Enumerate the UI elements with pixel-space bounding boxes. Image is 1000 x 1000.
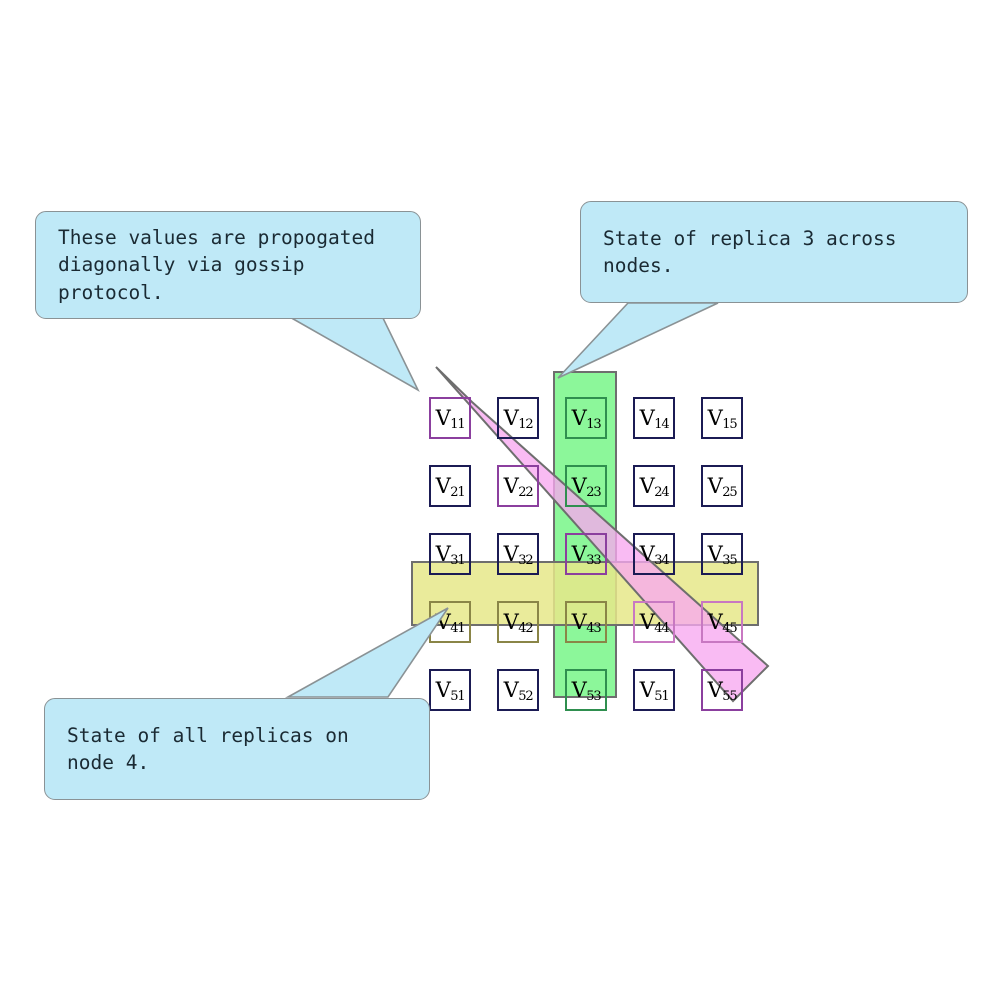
grid-cell-subscript: 25	[722, 485, 737, 501]
grid-cell-subscript: 43	[586, 621, 601, 637]
grid-cell-v14[interactable]: V14	[633, 397, 675, 439]
grid-cell-v11[interactable]: V11	[429, 397, 471, 439]
callout-replica-column[interactable]: State of replica 3 across nodes.	[580, 201, 968, 303]
grid-cell-label: V52	[503, 677, 534, 705]
grid-cell-subscript: 42	[518, 621, 533, 637]
grid-cell-label: V33	[571, 541, 602, 569]
callout-replica-column-tail	[557, 302, 719, 379]
callout-node-row-text: State of all replicas on node 4.	[67, 723, 349, 774]
grid-cell-v32[interactable]: V32	[497, 533, 539, 575]
grid-cell-v52[interactable]: V52	[497, 669, 539, 711]
grid-cell-subscript: 15	[722, 417, 737, 433]
grid-cell-subscript: 33	[586, 553, 601, 569]
grid-cell-label: V53	[571, 677, 602, 705]
callout-gossip-tail	[284, 315, 420, 392]
grid-cell-label: V24	[639, 473, 670, 501]
grid-cell-subscript: 32	[518, 553, 533, 569]
grid-cell-label: V21	[435, 473, 466, 501]
grid-cell-subscript: 44	[654, 621, 669, 637]
grid-cell-label: V45	[707, 609, 738, 637]
grid-cell-subscript: 14	[654, 417, 669, 433]
grid-cell-label: V43	[571, 609, 602, 637]
grid-cell-subscript: 52	[518, 689, 533, 705]
grid-cell-label: V51	[639, 677, 670, 705]
grid-cell-subscript: 12	[518, 417, 533, 433]
grid-cell-v51[interactable]: V51	[429, 669, 471, 711]
grid-cell-label: V22	[503, 473, 534, 501]
grid-cell-v53[interactable]: V53	[565, 669, 607, 711]
grid-cell-label: V42	[503, 609, 534, 637]
grid-cell-v44[interactable]: V44	[633, 601, 675, 643]
grid-cell-v55[interactable]: V55	[701, 669, 743, 711]
grid-cell-v45[interactable]: V45	[701, 601, 743, 643]
grid-cell-subscript: 23	[586, 485, 601, 501]
callout-gossip[interactable]: These values are propogated diagonally v…	[35, 211, 421, 319]
grid-cell-label: V23	[571, 473, 602, 501]
grid-cell-label: V31	[435, 541, 466, 569]
grid-cell-label: V12	[503, 405, 534, 433]
grid-cell-v12[interactable]: V12	[497, 397, 539, 439]
grid-cell-v23[interactable]: V23	[565, 465, 607, 507]
grid-cell-v15[interactable]: V15	[701, 397, 743, 439]
grid-cell-subscript: 41	[450, 621, 465, 637]
callout-gossip-text: These values are propogated diagonally v…	[58, 226, 375, 304]
grid-cell-v42[interactable]: V42	[497, 601, 539, 643]
grid-cell-label: V14	[639, 405, 670, 433]
grid-cell-subscript: 45	[722, 621, 737, 637]
grid-cell-label: V25	[707, 473, 738, 501]
grid-cell-v25[interactable]: V25	[701, 465, 743, 507]
grid-cell-subscript: 24	[654, 485, 669, 501]
grid-cell-subscript: 51	[450, 689, 465, 705]
grid-cell-subscript: 34	[654, 553, 669, 569]
grid-cell-label: V13	[571, 405, 602, 433]
grid-cell-subscript: 21	[450, 485, 465, 501]
grid-cell-label: V51	[435, 677, 466, 705]
grid-cell-subscript: 55	[722, 689, 737, 705]
grid-cell-v34[interactable]: V34	[633, 533, 675, 575]
callout-replica-column-text: State of replica 3 across nodes.	[603, 226, 897, 277]
grid-cell-label: V55	[707, 677, 738, 705]
grid-cell-subscript: 31	[450, 553, 465, 569]
grid-cell-subscript: 11	[450, 417, 465, 433]
grid-cell-subscript: 35	[722, 553, 737, 569]
grid-cell-v35[interactable]: V35	[701, 533, 743, 575]
grid-cell-v24[interactable]: V24	[633, 465, 675, 507]
grid-cell-subscript: 22	[518, 485, 533, 501]
callout-node-row-tail	[284, 607, 449, 698]
grid-cell-label: V44	[639, 609, 670, 637]
grid-cell-v22[interactable]: V22	[497, 465, 539, 507]
callout-node-row[interactable]: State of all replicas on node 4.	[44, 698, 430, 800]
grid-cell-subscript: 53	[586, 689, 601, 705]
grid-cell-subscript: 13	[586, 417, 601, 433]
grid-cell-v33[interactable]: V33	[565, 533, 607, 575]
grid-cell-v31[interactable]: V31	[429, 533, 471, 575]
grid-cell-label: V11	[435, 405, 466, 433]
grid-cell-v21[interactable]: V21	[429, 465, 471, 507]
grid-cell-subscript: 51	[654, 689, 669, 705]
grid-cell-label: V15	[707, 405, 738, 433]
grid-cell-label: V35	[707, 541, 738, 569]
grid-cell-v13[interactable]: V13	[565, 397, 607, 439]
grid-cell-label: V34	[639, 541, 670, 569]
grid-cell-label: V32	[503, 541, 534, 569]
grid-cell-v51[interactable]: V51	[633, 669, 675, 711]
grid-cell-v43[interactable]: V43	[565, 601, 607, 643]
